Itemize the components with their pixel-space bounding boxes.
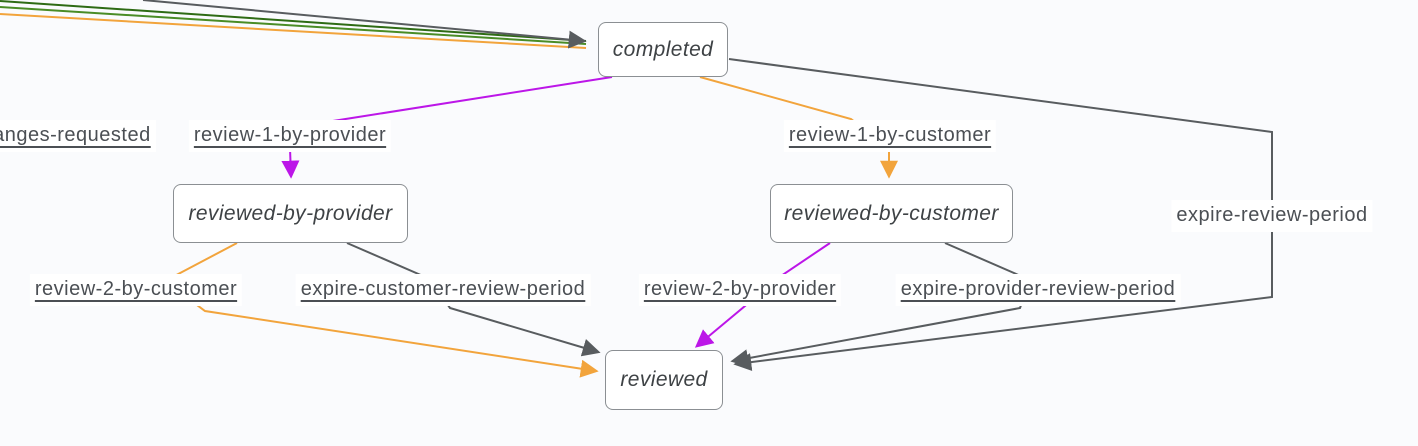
transition-review-2-by-customer[interactable]: review-2-by-customer: [29, 274, 243, 306]
edge-incoming-orange: [0, 13, 587, 49]
state-completed-label: completed: [612, 37, 714, 61]
transition-expire-customer-review-period[interactable]: expire-customer-review-period: [295, 274, 591, 306]
edge-incoming-green-dark: [0, 0, 587, 42]
transition-expire-review-period[interactable]: expire-review-period: [1171, 200, 1373, 232]
transition-expire-provider-review-period[interactable]: expire-provider-review-period: [895, 274, 1181, 306]
edge-review-2-by-customer: [163, 242, 599, 378]
state-reviewed[interactable]: reviewed: [605, 350, 723, 410]
transition-review-1-by-customer[interactable]: review-1-by-customer: [783, 120, 997, 152]
transition-changes-requested[interactable]: changes-requested: [0, 120, 156, 152]
state-completed[interactable]: completed: [598, 22, 728, 77]
transition-review-1-by-provider[interactable]: review-1-by-provider: [188, 120, 392, 152]
transition-review-2-by-provider[interactable]: review-2-by-provider: [638, 274, 842, 306]
state-reviewed-label: reviewed: [620, 368, 708, 391]
state-reviewed-by-customer-label: reviewed-by-customer: [784, 201, 999, 225]
edge-incoming-green: [0, 6, 587, 45]
state-reviewed-by-customer[interactable]: reviewed-by-customer: [770, 184, 1013, 243]
state-reviewed-by-provider-label: reviewed-by-provider: [188, 201, 393, 225]
state-reviewed-by-provider[interactable]: reviewed-by-provider: [173, 184, 408, 243]
edge-incoming-gray: [142, 0, 587, 49]
